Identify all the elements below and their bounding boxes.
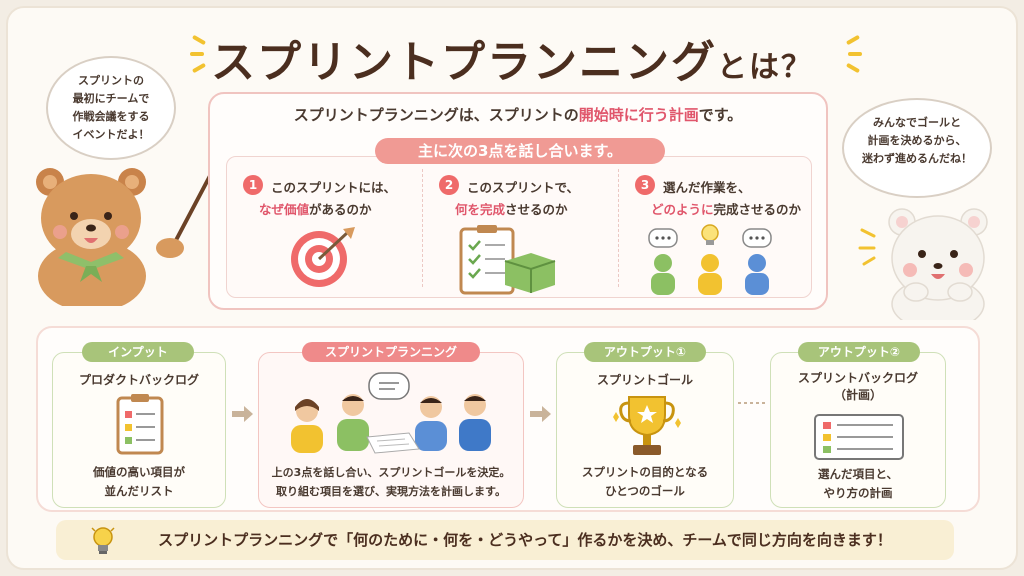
point-number: 2 [439, 175, 459, 195]
left-bubble-line: スプリントの [78, 74, 144, 87]
point-line1: このスプリントには、 [271, 180, 397, 195]
left-speech-bubble: スプリントの 最初にチームで 作戦会議をする イベントだよ！ [46, 56, 176, 160]
planning-desc: 上の3点を話し合い、スプリントゴールを決定。 取り組む項目を選び、実現方法を計画… [259, 463, 523, 501]
arrow-right-icon [232, 406, 253, 422]
target-icon [291, 227, 355, 287]
team-meeting-icon [291, 372, 491, 454]
right-bubble-line: 計画を決めるから、 [867, 134, 967, 147]
point-line1: 選んだ作業を、 [663, 180, 751, 195]
point-what-complete: 2 このスプリントで、 何を完成させるのか [425, 171, 615, 299]
trophy-icon [613, 396, 681, 455]
summary-bar: スプリントプランニングで「何のために・何を・どうやって」作るかを決め、チームで同… [56, 520, 954, 560]
point-number: 1 [243, 175, 263, 195]
point-line2: 何を完成させるのか [455, 199, 568, 218]
left-bubble-line: 最初にチームで [72, 92, 150, 105]
input-card: プロダクトバックログ 価値の高い項目が 並んだリスト [52, 352, 226, 508]
output1-desc-line: ひとつのゴール [605, 484, 685, 498]
output2-heading-line: スプリントバックログ [797, 371, 918, 385]
points-divider [422, 169, 423, 287]
left-bubble-line: 作戦会議をする [72, 110, 150, 123]
point-highlight: なぜ価値 [259, 202, 310, 217]
output1-card: スプリントゴール スプリントの目的となる ひとつのゴール [556, 352, 734, 508]
point-highlight: 何を完成 [455, 202, 506, 217]
point-number: 3 [635, 175, 655, 195]
output1-heading: スプリントゴール [596, 373, 693, 387]
title-main: スプリントプランニング [211, 37, 717, 88]
output1-desc-line: スプリントの目的となる [581, 465, 709, 479]
point-rest: 完成させるのか [713, 202, 802, 217]
planning-desc-line: 上の3点を話し合い、スプリントゴールを決定。 [271, 466, 511, 479]
point-rest: させるのか [505, 202, 568, 217]
input-desc-line: 価値の高い項目が [93, 465, 185, 479]
point-rest: があるのか [309, 202, 372, 217]
point-line2: どのように完成させるのか [651, 199, 801, 218]
point-why-value: 1 このスプリントには、 なぜ価値があるのか [229, 171, 419, 299]
left-bubble-line: イベントだよ！ [72, 128, 150, 141]
input-desc: 価値の高い項目が 並んだリスト [53, 463, 225, 501]
intro-text-before: スプリントプランニングは、スプリントの [293, 106, 579, 124]
clipboard-list-icon [116, 394, 164, 455]
summary-text: スプリントプランニングで「何のために・何を・どうやって」作るかを決め、チームで同… [158, 531, 892, 549]
output2-desc-line: 選んだ項目と、 [817, 467, 899, 481]
backlog-list-icon [814, 414, 904, 460]
output2-desc-line: やり方の計画 [823, 486, 893, 500]
dotted-connector [738, 402, 768, 404]
student-bear-illustration [858, 208, 988, 320]
points-divider [618, 169, 619, 287]
intro-text-after: です。 [698, 106, 743, 124]
output2-tag: アウトプット② [798, 342, 920, 362]
page-title: スプリントプランニングとは？ [0, 26, 1024, 90]
planning-card: 上の3点を話し合い、スプリントゴールを決定。 取り組む項目を選び、実現方法を計画… [258, 352, 524, 508]
point-highlight: どのように [651, 202, 714, 217]
point-line1: このスプリントで、 [467, 180, 580, 195]
right-bubble-line: 迷わず進めるんだね！ [862, 152, 972, 165]
output2-desc: 選んだ項目と、 やり方の計画 [771, 465, 945, 503]
lightbulb-icon [91, 527, 115, 554]
output2-card: スプリントバックログ （計画） 選んだ項目と、 やり方の計画 [770, 352, 946, 508]
input-desc-line: 並んだリスト [104, 484, 174, 498]
planning-desc-line: 取り組む項目を選び、実現方法を計画します。 [276, 485, 506, 498]
arrow-right-icon [530, 406, 551, 422]
point-how-complete: 3 選んだ作業を、 どのように完成させるのか [621, 171, 811, 299]
discuss-pill: 主に次の3点を話し合います。 [375, 138, 665, 164]
intro-highlight: 開始時に行う計画 [578, 106, 699, 124]
title-suffix: とは？ [717, 50, 813, 85]
team-idea-icon [648, 224, 772, 295]
output1-tag: アウトプット① [584, 342, 706, 362]
checklist-box-icon [459, 225, 556, 295]
three-points-box: 1 このスプリントには、 なぜ価値があるのか 2 このスプリントで、 何を完成さ… [226, 156, 812, 298]
input-heading: プロダクトバックログ [78, 373, 199, 387]
output2-heading-line: （計画） [833, 388, 882, 402]
output2-heading: スプリントバックログ （計画） [771, 369, 945, 403]
output1-desc: スプリントの目的となる ひとつのゴール [557, 463, 733, 501]
definition-panel: スプリントプランニングは、スプリントの開始時に行う計画です。 1 このスプリント… [208, 92, 828, 310]
flow-panel: プロダクトバックログ 価値の高い項目が 並んだリスト インプット [36, 326, 980, 512]
point-line2: なぜ価値があるのか [259, 199, 372, 218]
input-tag: インプット [82, 342, 194, 362]
definition-text: スプリントプランニングは、スプリントの開始時に行う計画です。 [210, 104, 826, 125]
teacher-bear-illustration [36, 168, 214, 306]
right-speech-bubble: みんなでゴールと 計画を決めるから、 迷わず進めるんだね！ [842, 98, 992, 198]
right-bubble-line: みんなでゴールと [873, 116, 961, 129]
planning-tag: スプリントプランニング [302, 342, 480, 362]
